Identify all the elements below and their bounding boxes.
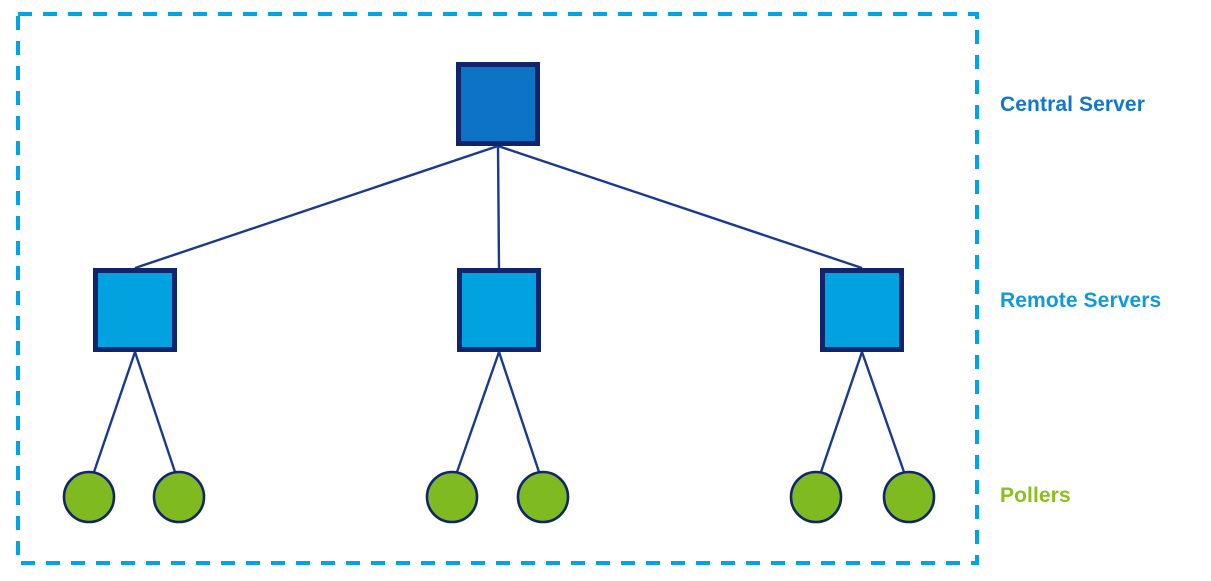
poller-node-5[interactable] bbox=[789, 470, 843, 524]
poller-circle-5[interactable] bbox=[789, 470, 843, 524]
poller-circle-2[interactable] bbox=[152, 470, 206, 524]
poller-node-4[interactable] bbox=[516, 470, 570, 524]
tier-label-pollers: Pollers bbox=[1000, 484, 1071, 507]
poller-node-3[interactable] bbox=[425, 470, 479, 524]
poller-node-6[interactable] bbox=[882, 470, 936, 524]
edge-remote-3-to-poller-6 bbox=[860, 351, 906, 473]
poller-node-1[interactable] bbox=[62, 470, 116, 524]
tier-label-remote-servers: Remote Servers bbox=[1000, 289, 1162, 312]
tier-label-central-server: Central Server bbox=[1000, 93, 1145, 116]
remote-server-square-2[interactable] bbox=[457, 268, 541, 352]
central-server-node[interactable] bbox=[456, 62, 540, 146]
poller-circle-6[interactable] bbox=[882, 470, 936, 524]
remote-server-node-3[interactable] bbox=[820, 268, 904, 352]
poller-circle-3[interactable] bbox=[425, 470, 479, 524]
poller-node-2[interactable] bbox=[152, 470, 206, 524]
edge-remote-1-to-poller-2 bbox=[133, 351, 177, 473]
edge-central-to-remote-3 bbox=[497, 144, 863, 270]
central-server-square[interactable] bbox=[456, 62, 540, 146]
remote-server-node-1[interactable] bbox=[93, 268, 177, 352]
poller-circle-1[interactable] bbox=[62, 470, 116, 524]
poller-circle-4[interactable] bbox=[516, 470, 570, 524]
edge-remote-1-to-poller-1 bbox=[92, 351, 137, 473]
edge-central-to-remote-2 bbox=[496, 145, 501, 269]
remote-server-node-2[interactable] bbox=[457, 268, 541, 352]
edge-remote-2-to-poller-4 bbox=[497, 351, 541, 473]
connector-group-central-to-remote bbox=[134, 144, 863, 270]
edge-remote-2-to-poller-3 bbox=[455, 351, 501, 473]
diagram-boundary bbox=[16, 12, 979, 565]
remote-server-square-1[interactable] bbox=[93, 268, 177, 352]
edge-central-to-remote-1 bbox=[134, 144, 499, 270]
connector-group-remote-to-pollers bbox=[92, 351, 906, 473]
edge-remote-3-to-poller-5 bbox=[819, 351, 864, 473]
remote-server-square-3[interactable] bbox=[820, 268, 904, 352]
